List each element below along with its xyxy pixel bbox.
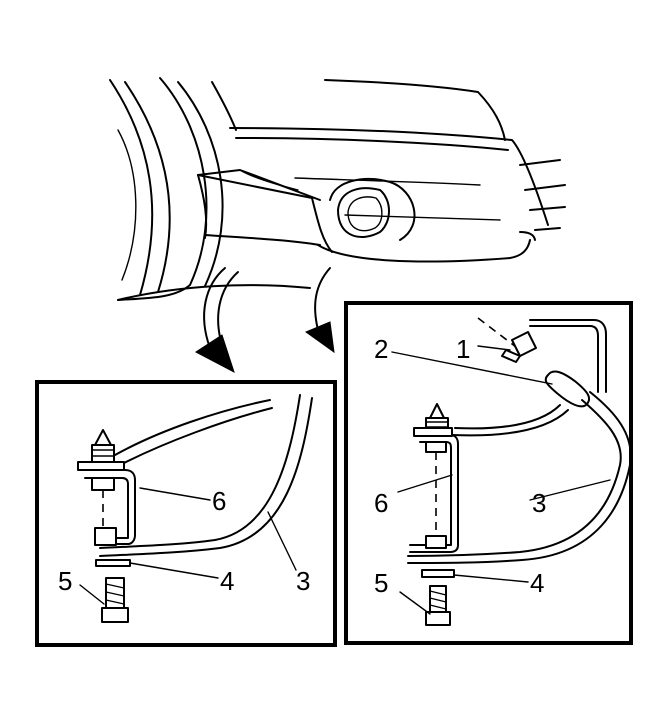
callout-right-2: 2 <box>374 334 388 364</box>
callout-left-6: 6 <box>212 486 226 516</box>
callout-right-4: 4 <box>530 568 544 598</box>
callout-right-6: 6 <box>374 488 388 518</box>
callout-right-1: 1 <box>456 334 470 364</box>
zoom-arrow-left <box>195 267 239 374</box>
callout-left-3: 3 <box>296 566 310 596</box>
detail-panel-right <box>344 301 633 645</box>
zoom-arrow-right <box>304 267 335 354</box>
left-leaders <box>79 487 297 605</box>
callout-left-5: 5 <box>58 566 72 596</box>
callout-right-5: 5 <box>374 568 388 598</box>
vehicle-front-corner <box>109 77 566 301</box>
callout-left-4: 4 <box>220 566 234 596</box>
detail-panel-left <box>35 380 337 647</box>
callout-right-3: 3 <box>532 488 546 518</box>
right-leaders <box>391 345 611 615</box>
